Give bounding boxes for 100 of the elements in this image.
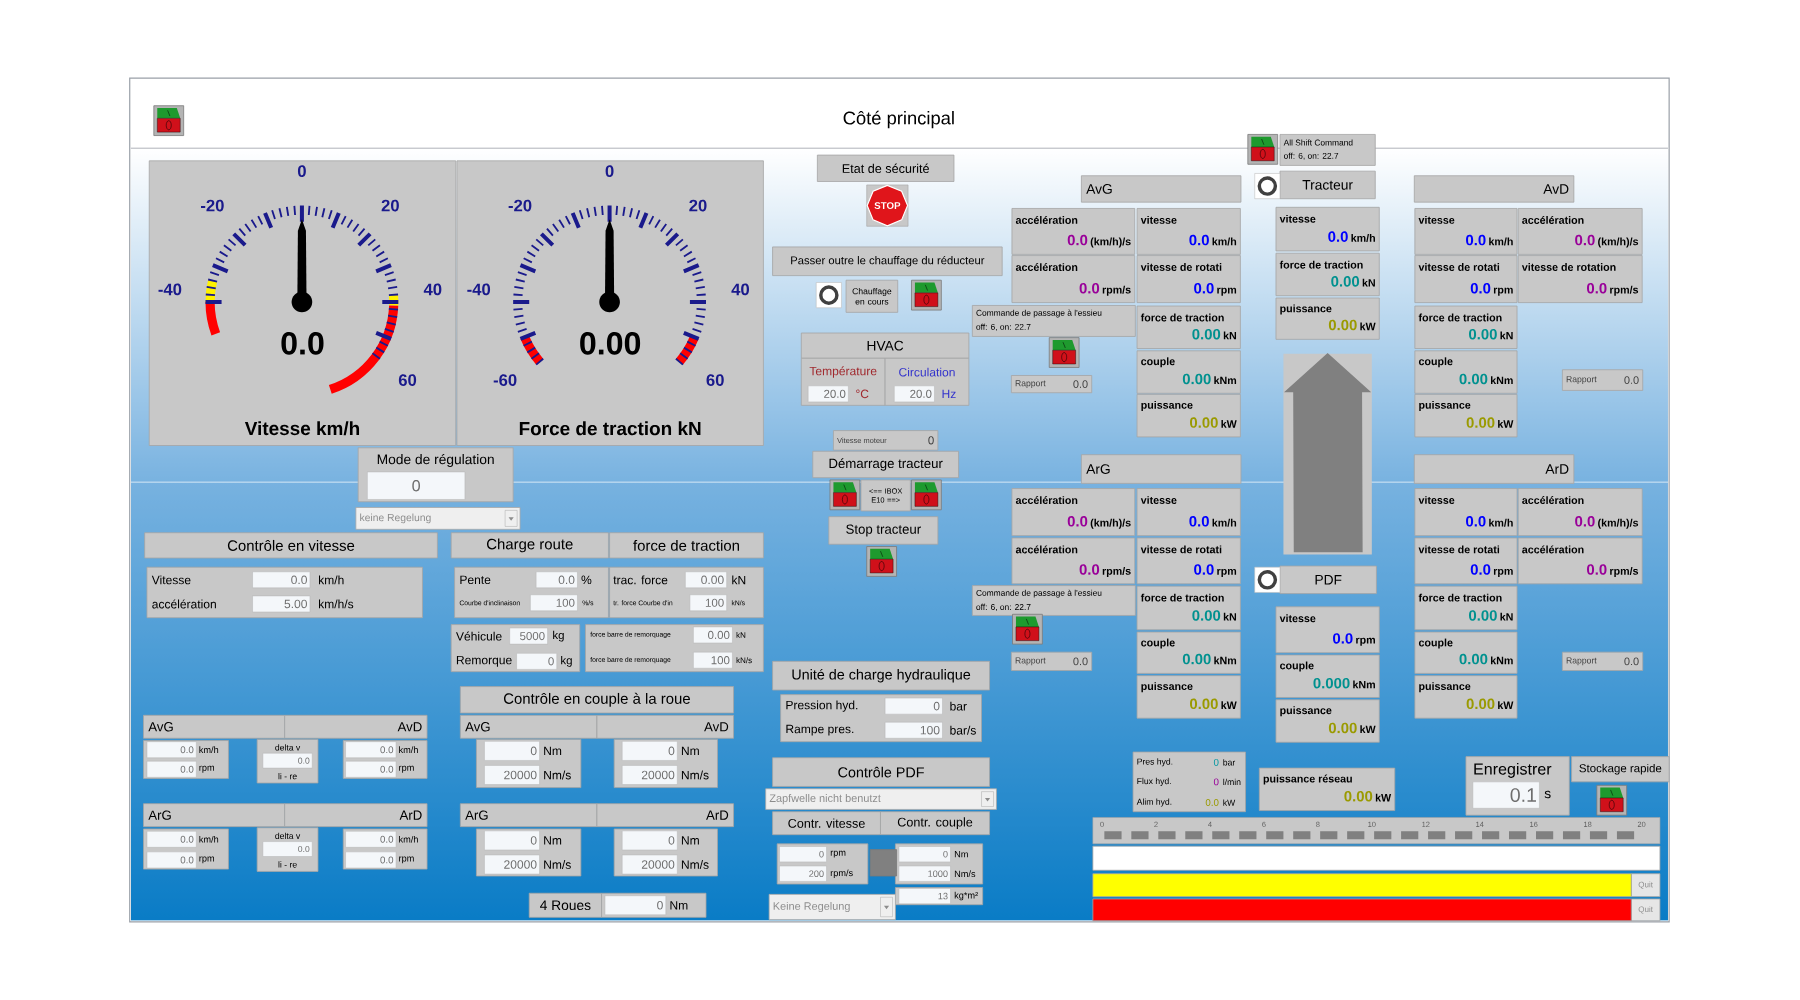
measurement-cell: vitesse 0.0 km/h [1275,206,1380,252]
measurement-cell: vitesse 0.0 km/h [1414,208,1518,255]
input-panel: 0.0 km/h 0.0 rpm [143,828,229,870]
measurement-cell: force de traction 0.00 kN [1275,252,1380,297]
input-field: 0.0 [146,851,197,869]
scale-number: -60 [493,374,517,386]
measurement-cell: couple 0.00 kNm [1136,350,1241,394]
section-header: ArD [1413,454,1575,484]
scale-number: 0 [297,165,306,178]
measurement-cell: puissance 0.00 kW [1136,394,1241,438]
input-field: 0 [484,741,540,761]
dropdown-field: Keine Regelung [768,893,896,921]
section-header: Tracteur [1279,170,1376,200]
measurement-cell: accélération 0.0 (km/h)/s [1011,208,1136,255]
readout-box: Rapport 0.0 [1562,369,1644,391]
section-header: Contrôle en vitesse [144,532,438,559]
scale-number: 0 [605,165,614,178]
measurement-cell: vitesse de rotati 0.0 rpm [1414,255,1518,303]
scale-number: -20 [508,199,532,212]
section-header: ArD [284,803,428,828]
input-panel: 0 Nm 20000 Nm/s [476,828,582,877]
measurement-cell: accélération 0.0 (km/h)/s [1011,488,1136,537]
input-field: 20000 [484,765,540,785]
measurement-cell: vitesse de rotati 0.0 rpm [1136,537,1241,585]
input-field: 0.0 [345,741,397,759]
input-field: 0 [884,697,943,715]
section-header: force de traction [609,532,764,559]
input-panel: 0 Nm 20000 Nm/s [613,739,718,788]
measurement-cell: puissance 0.00 kW [1414,675,1518,719]
measurement-cell: puissance 0.00 kW [1414,394,1518,438]
input-field: 0.0 [345,830,397,848]
section-header: ArG [143,803,286,828]
input-field: 20.0 [807,385,849,403]
input-field: 20.0 [894,385,935,403]
input-field: 100 [884,721,943,739]
section-header: Charge route [450,532,609,559]
input-field: 0 [898,846,951,863]
input-field: 0 [604,895,667,916]
input-panel: 13 kg*m² [895,887,984,906]
section-header: AvD [596,714,734,739]
input-field: 100 [693,651,733,669]
input-panel: Pres hyd. 0 bar Flux hyd. 0 l/min Alim hyd. 0.0 kW [1132,751,1246,813]
input-field: 5000 [509,627,548,645]
scale-number: 20 [689,199,707,212]
measurement-cell: accélération 0.0 rpm/s [1011,537,1136,585]
readout-box: Rapport 0.0 [1010,651,1093,671]
input-field: 0.1 [1472,781,1540,809]
measurement-cell: vitesse de rotati 0.0 rpm [1414,537,1518,585]
input-panel: 0.0 km/h 0.0 rpm [342,740,428,779]
section-header: Contrôle PDF [772,757,990,787]
dropdown-field: Zapfwelle nicht benutzt [765,788,997,810]
scale-number: 60 [398,374,417,386]
readout-box: Rapport 0.0 [1562,651,1644,671]
section-header: 4 Roues [528,892,602,918]
measurement-cell: accélération 0.0 (km/h)/s [1517,208,1643,255]
input-field: 200 [779,865,827,882]
section-header: Contr. couple [880,811,990,836]
input-field: 0.0 [345,760,397,778]
scale-number: -40 [158,283,182,296]
input-field: 0 [621,741,678,761]
input-panel: Mode de régulation 0 [357,447,514,503]
info-box: Commande de passage à l'essieu off: 6, on: 22.7 [971,305,1136,337]
input-panel: Véhicule 5000 kg Remorque 0 kg [450,624,581,673]
measurement-cell: couple 0.00 kNm [1414,631,1518,674]
measurement-cell: force de traction 0.00 kN [1414,305,1518,349]
input-field: 0.0 [146,830,197,848]
measurement-cell: couple 0.000 kNm [1275,654,1380,698]
section-header: ArD [596,803,734,828]
measurement-cell: puissance 0.00 kW [1136,675,1241,719]
screen-title: Côté principal [843,110,954,129]
measurement-cell: force de traction 0.00 kN [1414,585,1518,631]
input-field: 0 [516,653,557,670]
scale-number: 40 [731,283,749,296]
input-field: 13 [898,888,951,905]
input-panel: Pression hyd. 0 bar Rampe pres. 100 bar/s [780,694,982,743]
section-header: Etat de sécurité [816,154,955,182]
input-panel: Circulation 20.0 Hz [884,357,970,406]
measurement-cell: vitesse 0.0 km/h [1136,488,1241,537]
measurement-cell: vitesse 0.0 km/h [1136,208,1241,255]
input-field: 20000 [484,854,540,875]
dropdown-field: keine Regelung [355,507,521,530]
input-field: 0.00 [685,571,727,589]
status-bar [1092,845,1661,871]
section-header: AvG [1081,175,1242,203]
measurement-cell: puissance 0.00 kW [1275,297,1380,340]
scale-number: -20 [201,199,224,212]
measurement-cell: couple 0.00 kNm [1414,350,1518,394]
input-panel: Vitesse 0.0 km/h accélération 5.00 km/h/s [146,566,423,619]
readout-box: Rapport 0.0 [1010,375,1093,394]
section-header: HVAC [800,332,970,359]
measurement-cell: puissance réseau 0.00 kW [1258,767,1396,811]
input-field: 0.0 [535,571,578,589]
label-box: Chauffage en cours [845,279,899,313]
section-header: PDF [1279,565,1377,594]
section-header: AvG [143,714,286,739]
input-field: 0.0 [146,760,197,778]
info-box: Commande de passage à l'essieu off: 6, on: 22.7 [971,585,1136,616]
section-header: Passer outre le chauffage du réducteur [772,246,1003,276]
measurement-cell: couple 0.00 kNm [1136,631,1241,674]
status-bar [1092,873,1632,898]
